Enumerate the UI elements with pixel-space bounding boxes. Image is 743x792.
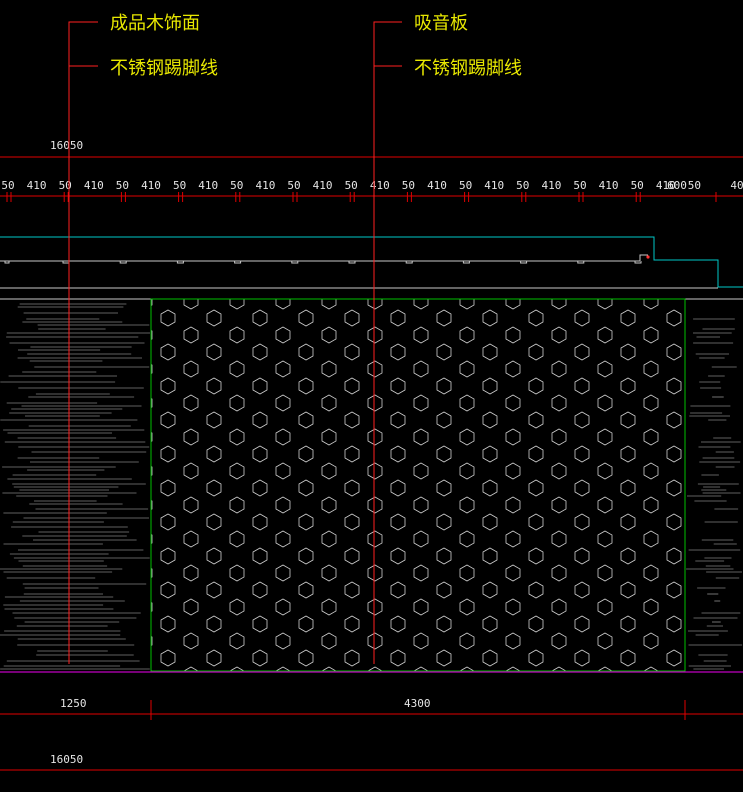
ceiling-notch bbox=[4, 261, 10, 264]
segment-label: 410 bbox=[370, 179, 390, 192]
segment-label: 600 bbox=[667, 179, 687, 192]
segment-label: 410 bbox=[599, 179, 619, 192]
ceiling-notch bbox=[234, 261, 242, 264]
segment-label: 410 bbox=[656, 179, 676, 192]
callout-label-wood-veneer: 成品木饰面 bbox=[110, 13, 200, 34]
acoustic-panel-hex-pattern bbox=[151, 299, 685, 671]
segment-label: 410 bbox=[484, 179, 504, 192]
ceiling-notch bbox=[348, 261, 356, 264]
segment-label: 50 bbox=[230, 179, 243, 192]
segment-label: 50 bbox=[631, 179, 644, 192]
segment-label: 410 bbox=[141, 179, 161, 192]
ceiling-notch bbox=[577, 261, 585, 264]
segment-label: 410 bbox=[255, 179, 275, 192]
soffit-outline bbox=[0, 236, 743, 288]
callout-leader-1 bbox=[68, 21, 98, 664]
segment-label: 50 bbox=[287, 179, 300, 192]
ceiling-step bbox=[639, 254, 648, 261]
ceiling-notch bbox=[462, 261, 470, 264]
ceiling-notch bbox=[176, 261, 184, 264]
callout-leader-2 bbox=[373, 21, 402, 664]
segment-label: 50 bbox=[345, 179, 358, 192]
segment-label: 50 bbox=[116, 179, 129, 192]
segment-label: 50 bbox=[1, 179, 14, 192]
ceiling-marker bbox=[646, 255, 650, 259]
callout-label-acoustic-panel: 吸音板 bbox=[414, 13, 468, 34]
ceiling-joint-notches bbox=[4, 261, 642, 264]
segment-label: 40 bbox=[730, 179, 743, 192]
overall-dimension-bottom: 16050 bbox=[50, 753, 83, 766]
segment-label: 410 bbox=[313, 179, 333, 192]
segment-label: 50 bbox=[59, 179, 72, 192]
segment-label: 410 bbox=[427, 179, 447, 192]
segment-dimension-labels: 50 410 50 410 50 410 50 410 50 410 50 410 50 410 50 410… bbox=[1, 179, 743, 192]
callout-label-skirting-1: 不锈钢踢脚线 bbox=[110, 58, 218, 79]
segment-label: 50 bbox=[688, 179, 701, 192]
wood-veneer-grain bbox=[0, 303, 743, 670]
segment-label: 410 bbox=[198, 179, 218, 192]
segment-label: 410 bbox=[27, 179, 47, 192]
bottom-dimension-left: 1250 bbox=[60, 697, 87, 710]
ceiling-notch bbox=[119, 261, 127, 264]
segment-label: 50 bbox=[573, 179, 586, 192]
bottom-dimension-center: 4300 bbox=[404, 697, 431, 710]
segment-dimension-ticks bbox=[6, 192, 717, 202]
ceiling-notch bbox=[520, 261, 528, 264]
segment-label: 50 bbox=[459, 179, 472, 192]
callout-label-skirting-2: 不锈钢踢脚线 bbox=[414, 58, 522, 79]
ceiling-notch bbox=[634, 261, 642, 264]
segment-label: 410 bbox=[84, 179, 104, 192]
acoustic-panel-border bbox=[150, 298, 686, 672]
segment-label: 50 bbox=[173, 179, 186, 192]
overall-dimension-top: 16050 bbox=[50, 139, 83, 152]
ceiling-notch bbox=[291, 261, 299, 264]
segment-label: 50 bbox=[402, 179, 415, 192]
segment-label: 410 bbox=[541, 179, 561, 192]
segment-label: 50 bbox=[516, 179, 529, 192]
ceiling-notch bbox=[405, 261, 413, 264]
